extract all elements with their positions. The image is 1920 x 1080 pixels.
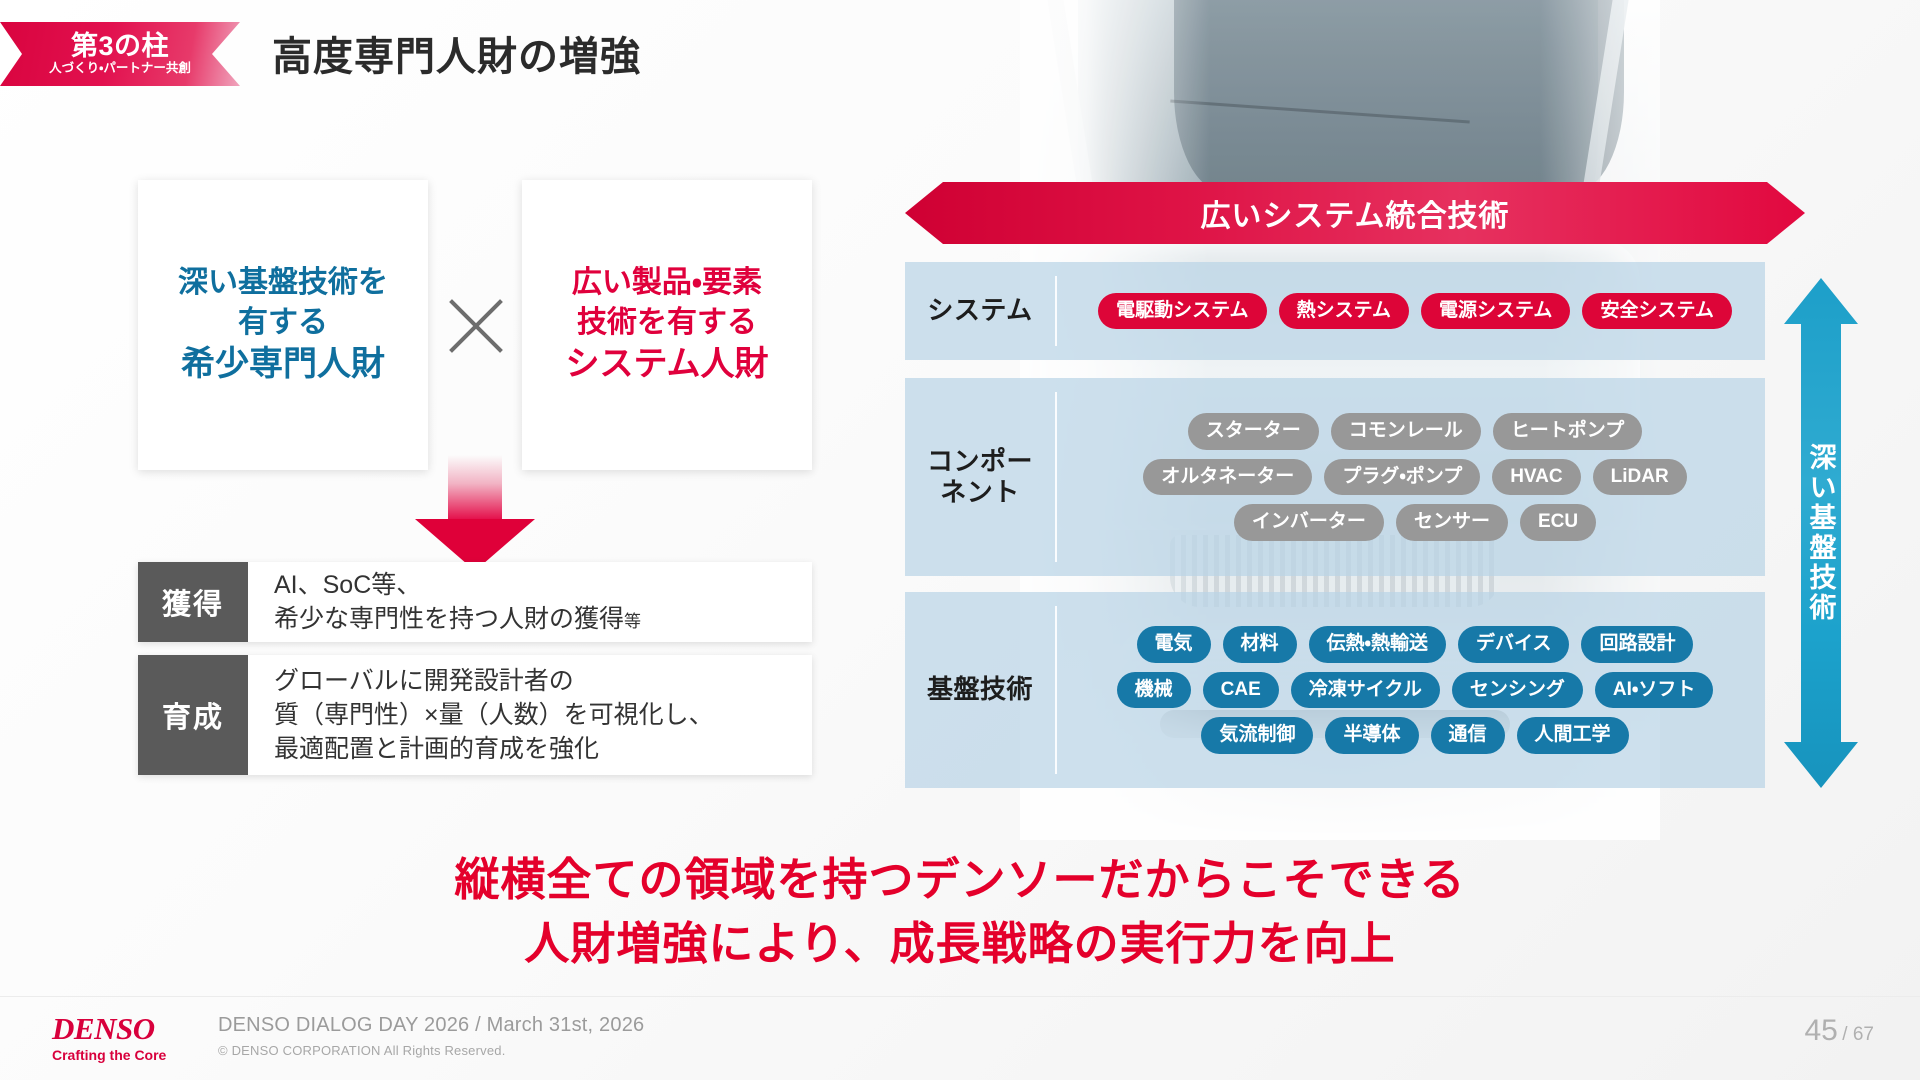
pill-row: 電気材料伝熱・熱輸送デバイス回路設計 bbox=[1079, 625, 1751, 663]
band-component-pills: スターターコモンレールヒートポンプオルタネータープラグ・ポンプ HVAC LiDAR… bbox=[1057, 412, 1765, 542]
tech-pill[interactable]: センサー bbox=[1395, 504, 1508, 542]
tech-pill[interactable]: 通信 bbox=[1430, 717, 1505, 755]
band-system-divider bbox=[1055, 276, 1057, 346]
measure-row-acquire-key: 獲得 bbox=[138, 562, 248, 642]
tech-pill[interactable]: オルタネーター bbox=[1143, 458, 1313, 496]
band-base-pills: 電気材料伝熱・熱輸送デバイス回路設計機械 CAE 冷凍サイクルセンシング AI・ソフト… bbox=[1057, 625, 1765, 755]
ribbon-main-label: 第3の柱 bbox=[70, 31, 170, 62]
tech-pill[interactable]: センシング bbox=[1451, 671, 1583, 709]
card-deep-line3: 希少専門人財 bbox=[181, 345, 385, 384]
band-component-label: コンポー ネント bbox=[905, 446, 1055, 508]
footer-divider bbox=[0, 996, 1920, 997]
band-component-label-line1: コンポー bbox=[926, 445, 1033, 476]
card-wide-text: 広い製品・要素 技術を有する システム人財 bbox=[566, 263, 769, 387]
ribbon-sub-label: 人づくり・パートナー共創 bbox=[49, 60, 191, 75]
pill-row: スターターコモンレールヒートポンプ bbox=[1079, 412, 1751, 450]
band-component-label-line2: ネント bbox=[940, 477, 1020, 507]
band-system-pills: 電駆動システム熱システム電源システム安全システム bbox=[1057, 292, 1765, 330]
tech-pill[interactable]: HVAC bbox=[1492, 458, 1581, 496]
page-number-total: / 67 bbox=[1842, 1024, 1874, 1045]
multiply-icon bbox=[440, 290, 512, 362]
tech-pill[interactable]: 人間工学 bbox=[1516, 717, 1629, 755]
tech-pill[interactable]: 電源システム bbox=[1421, 292, 1571, 330]
tech-pill[interactable]: CAE bbox=[1202, 671, 1279, 709]
top-arrow-system-integration: 広いシステム統合技術 bbox=[905, 182, 1805, 244]
tech-pill[interactable]: 伝熱・熱輸送 bbox=[1308, 625, 1447, 663]
band-base-technology: 基盤技術 電気材料伝熱・熱輸送デバイス回路設計機械 CAE 冷凍サイクルセンシング A… bbox=[905, 592, 1765, 788]
card-deep-line2: 有する bbox=[238, 305, 328, 339]
acquire-suffix: 等 bbox=[624, 612, 642, 631]
tech-pill[interactable]: コモンレール bbox=[1330, 412, 1481, 450]
footer-copyright: © DENSO CORPORATION All Rights Reserved. bbox=[218, 1043, 506, 1058]
measure-row-develop-body: グローバルに開発設計者の 質（専門性）×量（人数）を可視化し、 最適配置と計画的… bbox=[248, 655, 812, 775]
tech-pill[interactable]: 気流制御 bbox=[1201, 717, 1314, 755]
tech-pill[interactable]: インバーター bbox=[1233, 504, 1384, 542]
section-ribbon: 第3の柱 人づくり・パートナー共創 bbox=[0, 22, 240, 86]
pill-row: 電駆動システム熱システム電源システム安全システム bbox=[1079, 292, 1751, 330]
tech-pill[interactable]: スターター bbox=[1187, 412, 1319, 450]
tech-pill[interactable]: AI・ソフト bbox=[1594, 671, 1714, 709]
tech-pill[interactable]: LiDAR bbox=[1592, 458, 1687, 496]
band-system: システム 電駆動システム熱システム電源システム安全システム bbox=[905, 262, 1765, 360]
band-system-label: システム bbox=[927, 295, 1033, 326]
measure-row-acquire-body: AI、SoC等、 希少な専門性を持つ人財の獲得等 bbox=[248, 562, 812, 642]
page-title: 高度専門人財の増強 bbox=[272, 35, 641, 79]
denso-logo-wordmark: DENSO bbox=[52, 1011, 155, 1046]
tech-pill[interactable]: ECU bbox=[1519, 504, 1597, 542]
develop-line3: 最適配置と計画的育成を強化 bbox=[274, 735, 600, 763]
band-base-label: 基盤技術 bbox=[926, 674, 1033, 705]
down-arrow-shaft bbox=[448, 455, 502, 523]
key-message: 縦横全ての領域を持つデンソーだからこそできる 人財増強により、成長戦略の実行力を… bbox=[0, 848, 1920, 976]
pill-row: 気流制御半導体通信人間工学 bbox=[1079, 717, 1751, 755]
acquire-line1: AI、SoC等、 bbox=[274, 571, 422, 599]
tech-pill[interactable]: ヒートポンプ bbox=[1492, 412, 1643, 450]
card-deep-line1: 深い基盤技術を bbox=[178, 265, 388, 299]
card-wide-systems: 広い製品・要素 技術を有する システム人財 bbox=[522, 180, 812, 470]
card-deep-expertise: 深い基盤技術を 有する 希少専門人財 bbox=[138, 180, 428, 470]
tech-pill[interactable]: 冷凍サイクル bbox=[1290, 671, 1440, 709]
tech-pill[interactable]: 電駆動システム bbox=[1098, 292, 1267, 330]
card-wide-line1: 広い製品・要素 bbox=[571, 265, 763, 299]
band-component-divider bbox=[1055, 392, 1057, 562]
pill-row: 機械 CAE 冷凍サイクルセンシング AI・ソフト bbox=[1079, 671, 1751, 709]
tech-pill[interactable]: 材料 bbox=[1222, 625, 1297, 663]
pill-row: オルタネータープラグ・ポンプ HVAC LiDAR bbox=[1079, 458, 1751, 496]
page-number-current: 45 bbox=[1804, 1014, 1838, 1047]
footer-event-label: DENSO DIALOG DAY 2026 / March 31st, 2026 bbox=[218, 1014, 645, 1036]
tech-pill[interactable]: 電気 bbox=[1136, 625, 1211, 663]
tech-pill[interactable]: 回路設計 bbox=[1581, 625, 1694, 663]
side-arrow-label: 深い基盤技術 bbox=[1805, 443, 1836, 623]
tech-pill[interactable]: 機械 bbox=[1116, 671, 1191, 709]
key-message-line2: 人財増強により、成長戦略の実行力を向上 bbox=[524, 917, 1396, 969]
tech-pill[interactable]: 熱システム bbox=[1278, 292, 1409, 330]
page-number: 45 / 67 bbox=[1804, 1014, 1874, 1048]
measure-row-acquire: 獲得 AI、SoC等、 希少な専門性を持つ人財の獲得等 bbox=[138, 562, 812, 642]
pill-row: インバーターセンサー ECU bbox=[1079, 504, 1751, 542]
footer-text: DENSO DIALOG DAY 2026 / March 31st, 2026… bbox=[218, 1014, 644, 1058]
tech-pill[interactable]: 半導体 bbox=[1325, 717, 1419, 755]
key-message-line1: 縦横全ての領域を持つデンソーだからこそできる bbox=[454, 854, 1466, 905]
tech-pill[interactable]: プラグ・ポンプ bbox=[1324, 458, 1481, 496]
side-arrow-deep-technology: 深い基盤技術 bbox=[1784, 278, 1858, 788]
measure-row-develop-key: 育成 bbox=[138, 655, 248, 775]
down-arrow-icon bbox=[415, 455, 535, 571]
band-component: コンポー ネント スターターコモンレールヒートポンプオルタネータープラグ・ポンプ… bbox=[905, 378, 1765, 576]
band-base-divider bbox=[1055, 606, 1057, 774]
denso-logo-tagline: Crafting the Core bbox=[52, 1047, 167, 1063]
tech-pill[interactable]: デバイス bbox=[1458, 625, 1570, 663]
acquire-line2: 希少な専門性を持つ人財の獲得 bbox=[274, 605, 625, 633]
develop-line1: グローバルに開発設計者の bbox=[274, 667, 574, 695]
card-wide-line2: 技術を有する bbox=[576, 305, 757, 339]
card-deep-text: 深い基盤技術を 有する 希少専門人財 bbox=[178, 263, 388, 387]
measure-row-develop: 育成 グローバルに開発設計者の 質（専門性）×量（人数）を可視化し、 最適配置と… bbox=[138, 655, 812, 775]
develop-line2: 質（専門性）×量（人数）を可視化し、 bbox=[274, 701, 714, 729]
denso-logo: DENSO Crafting the Core bbox=[52, 1013, 202, 1063]
top-arrow-label: 広いシステム統合技術 bbox=[1200, 200, 1510, 233]
tech-pill[interactable]: 安全システム bbox=[1582, 292, 1732, 330]
card-wide-line3: システム人財 bbox=[565, 345, 769, 384]
